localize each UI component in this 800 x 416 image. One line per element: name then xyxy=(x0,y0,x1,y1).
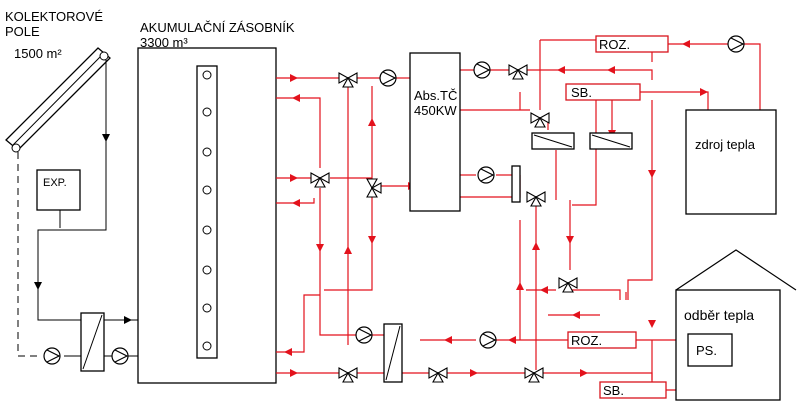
hot-water-pipes xyxy=(276,39,761,391)
pump-hp-return-icon xyxy=(477,166,495,184)
plate-heat-exchanger-1 xyxy=(531,132,575,150)
three-way-valve-5-icon xyxy=(530,112,550,128)
three-way-valve-6-icon xyxy=(526,191,546,207)
top-collector xyxy=(565,83,641,101)
three-way-valve-10-icon xyxy=(524,367,544,383)
roz-top-label: ROZ. xyxy=(599,37,630,52)
bottom-distributor xyxy=(567,331,637,349)
solar-heat-exchanger xyxy=(80,312,105,372)
expansion-vessel xyxy=(36,169,81,211)
three-way-valve-4-icon xyxy=(508,64,528,80)
three-way-valve-8-icon xyxy=(338,367,358,383)
pump-tank-outlet-icon xyxy=(379,69,397,87)
roz-bottom-label: ROZ. xyxy=(571,333,602,348)
solar-pump-2-icon xyxy=(111,347,129,365)
ps-box xyxy=(687,333,733,367)
heat-consumption-label: odběr tepla xyxy=(684,307,754,323)
collector-label-line2: POLE xyxy=(5,24,40,39)
top-distributor xyxy=(595,35,669,53)
abs-hp-label-line2: 450KW xyxy=(414,103,457,118)
tank-label-line1: AKUMULAČNÍ ZÁSOBNÍK xyxy=(140,20,295,35)
tank-volume-label: 3300 m³ xyxy=(140,35,188,50)
consumer-house xyxy=(675,249,797,401)
sb-top-label: SB. xyxy=(571,85,592,100)
pump-distribution-icon xyxy=(479,331,497,349)
collector-label-line1: KOLEKTOROVÉ xyxy=(5,9,103,24)
abs-hp-label-line1: Abs.TČ xyxy=(414,88,457,103)
heat-source-label: zdroj tepla xyxy=(695,137,756,152)
pump-bottom-loop-icon xyxy=(355,326,373,344)
heat-source-box xyxy=(685,109,777,215)
pump-hp-outlet-icon xyxy=(473,61,491,79)
expansion-label: EXP. xyxy=(43,177,67,189)
solar-pump-1-icon xyxy=(43,347,61,365)
bottom-collector xyxy=(599,381,667,399)
three-way-valve-9-icon xyxy=(428,367,448,383)
sb-bottom-label: SB. xyxy=(603,383,624,398)
three-way-valve-2-icon xyxy=(310,172,330,188)
plate-heat-exchanger-2 xyxy=(589,132,633,150)
ps-label: PS. xyxy=(696,343,717,358)
three-way-valve-1-icon xyxy=(338,72,358,88)
abs-hp-connector xyxy=(511,165,521,203)
pump-heat-source-icon xyxy=(727,35,745,53)
three-way-valve-3-icon xyxy=(366,178,382,198)
tank-internal-exchanger xyxy=(196,65,218,359)
absorption-heat-pump xyxy=(409,52,461,212)
bottom-heat-exchanger xyxy=(383,323,403,383)
solar-collector-field xyxy=(5,47,111,153)
collector-area-label: 1500 m² xyxy=(14,46,62,61)
